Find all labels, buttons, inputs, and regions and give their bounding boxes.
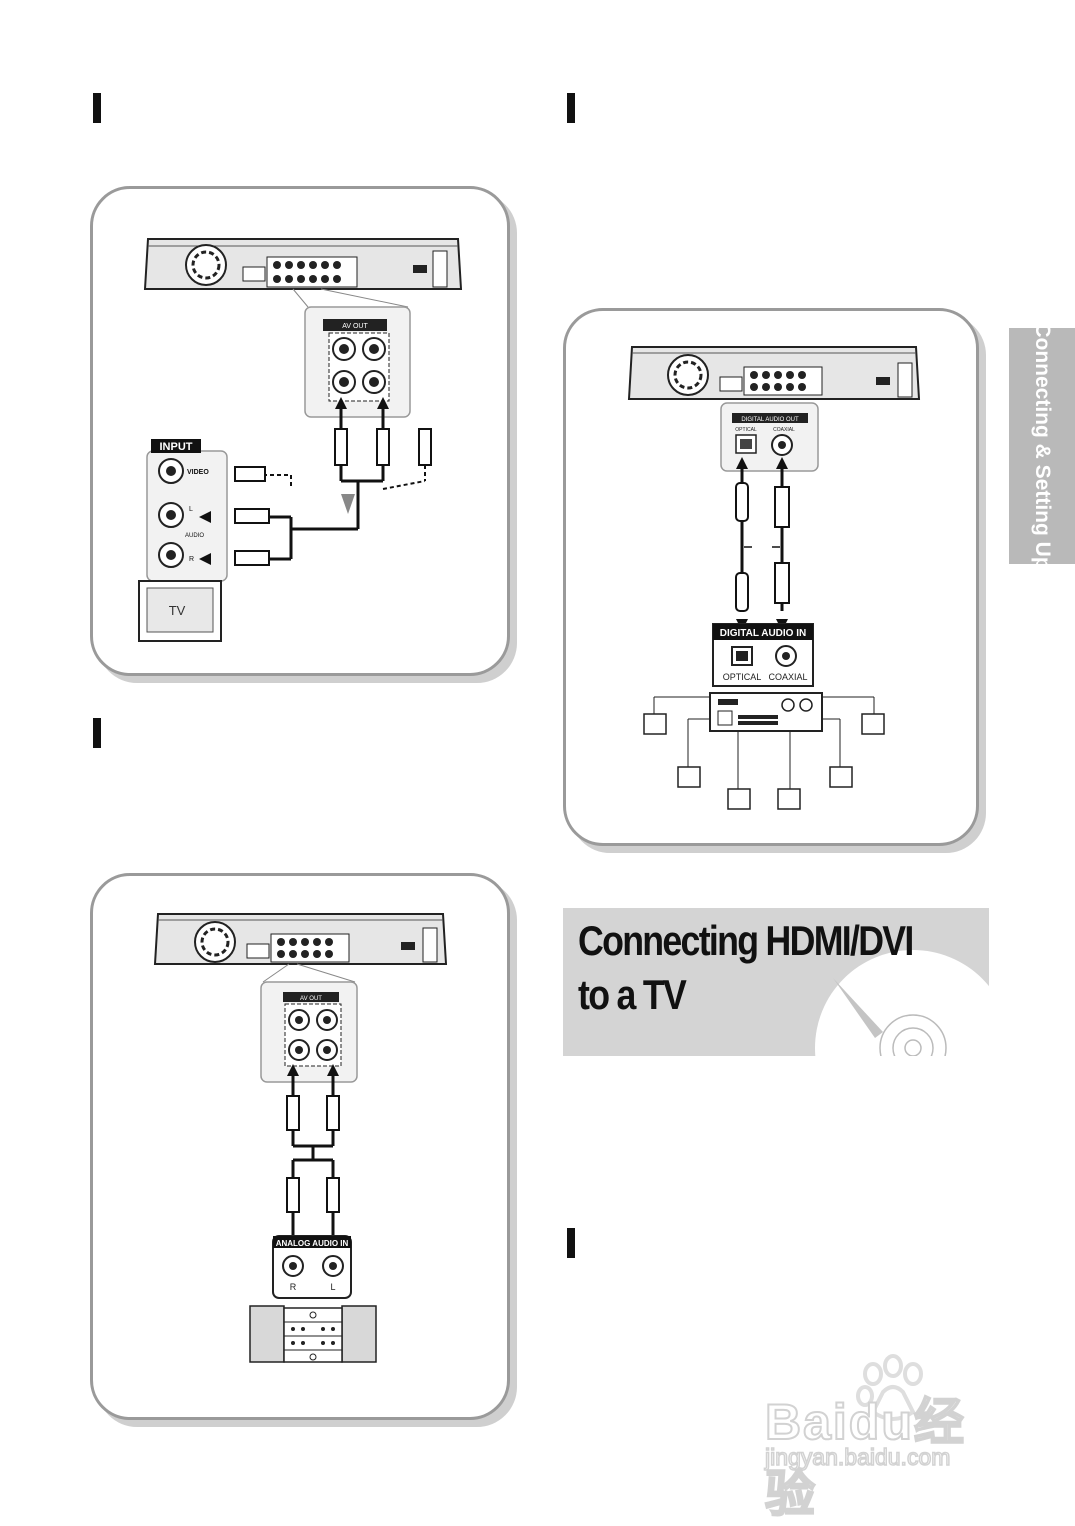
digital-audio-out-label: DIGITAL AUDIO OUT [741, 417, 799, 423]
analog-audio-in-panel: ANALOG AUDIO IN R L [272, 1235, 352, 1299]
analog-audio-diagram: AV OUT ANALOG AUDIO IN R [153, 913, 448, 1363]
section-marker-4 [567, 1228, 575, 1258]
optical-out-label: OPTICAL [735, 427, 757, 433]
coaxial-out-label: COAXIAL [773, 427, 795, 433]
section-marker-2 [567, 93, 575, 123]
watermark-brand: Baidu经验 [764, 1393, 966, 1523]
tv-label: TV [169, 603, 186, 618]
av-out-label: AV OUT [342, 323, 368, 330]
stereo-system-icon [249, 1305, 377, 1363]
digital-audio-out-panel: DIGITAL AUDIO OUT OPTICAL COAXIAL [720, 402, 819, 472]
coaxial-in-label: COAXIAL [768, 672, 807, 682]
tv-audio-diagram: AV OUT INPUT VIDEO [138, 238, 463, 642]
analog-audio-in-label: ANALOG AUDIO IN [276, 1239, 349, 1248]
l-label: L [189, 506, 193, 513]
video-label: VIDEO [187, 469, 209, 476]
av-out-label: AV OUT [300, 996, 322, 1002]
disc-icon [815, 950, 989, 1056]
section-heading-hdmi: Connecting HDMI/DVI to a TV [563, 908, 989, 1056]
chapter-side-tab: Connecting & Setting Up [1009, 322, 1075, 570]
r-label: R [290, 1282, 297, 1292]
r-label: R [189, 556, 194, 563]
chapter-side-tab-label: Connecting & Setting Up [1031, 322, 1054, 570]
optical-in-label: OPTICAL [723, 672, 762, 682]
digital-audio-in-label: DIGITAL AUDIO IN [720, 628, 806, 639]
recorder-rear-panel [143, 238, 463, 290]
watermark-logo: Baidu经验 jingyan.baidu.com [764, 1352, 1005, 1523]
av-amplifier-icon [709, 692, 823, 732]
input-label: INPUT [160, 441, 193, 453]
section-marker-3 [93, 718, 101, 748]
diagram-panel-analog-audio: AV OUT ANALOG AUDIO IN R [90, 873, 510, 1420]
paw-logo-icon [856, 1354, 923, 1421]
audio-label: AUDIO [185, 533, 204, 539]
section-title-hdmi: Connecting HDMI/DVI to a TV [578, 917, 914, 1018]
digital-audio-diagram: DIGITAL AUDIO OUT OPTICAL COAXIAL DIGITA… [627, 346, 921, 810]
tv-input-panel: INPUT VIDEO L AUDIO R [146, 439, 228, 582]
tv-icon: TV [138, 580, 222, 642]
digital-audio-in-panel: DIGITAL AUDIO IN OPTICAL COAXIAL [712, 623, 814, 687]
recorder-rear-panel [627, 346, 921, 400]
watermark-url: jingyan.baidu.com [764, 1443, 951, 1471]
section-marker-1 [93, 93, 101, 123]
av-out-jack-panel: AV OUT [260, 981, 358, 1083]
recorder-rear-panel [153, 913, 448, 965]
l-label: L [330, 1282, 335, 1292]
speaker-icons [643, 713, 885, 810]
diagram-panel-digital-audio: DIGITAL AUDIO OUT OPTICAL COAXIAL DIGITA… [563, 308, 979, 846]
av-out-jack-panel: AV OUT [304, 306, 411, 418]
diagram-panel-tv-audio: AV OUT INPUT VIDEO [90, 186, 510, 676]
